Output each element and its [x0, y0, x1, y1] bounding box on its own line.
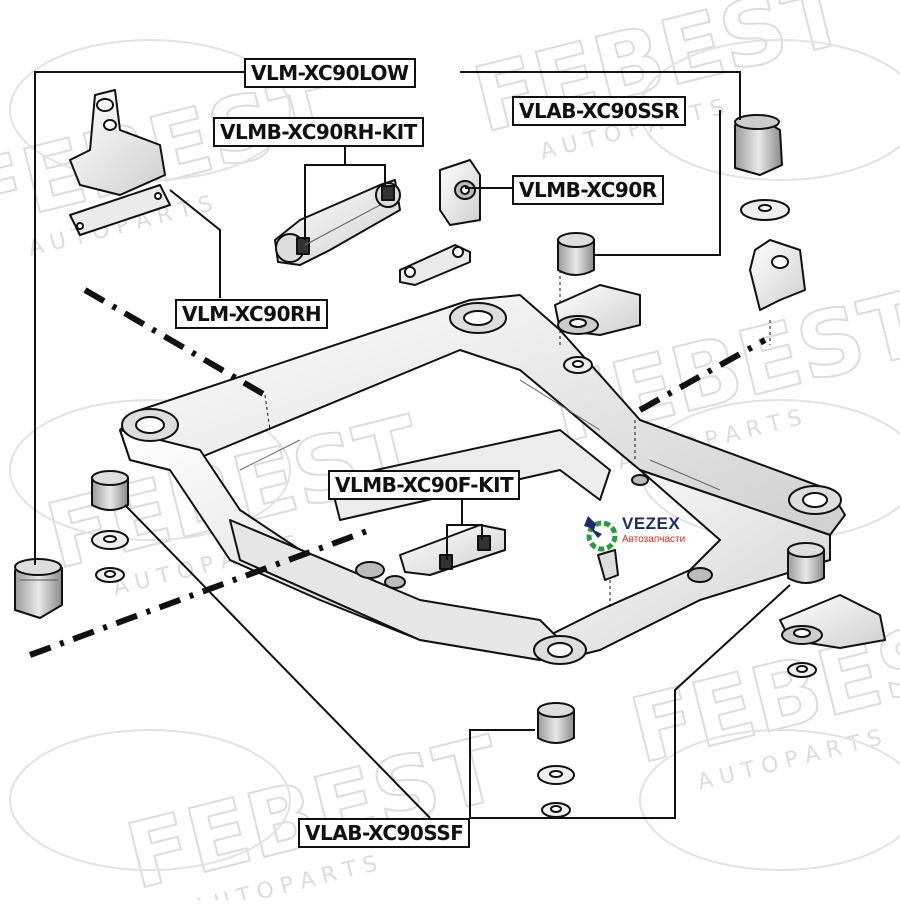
label-vlmb-xc90rh-kit: VLMB-XC90RH-KIT [213, 117, 424, 147]
vezex-subtitle: Автозапчасти [622, 534, 686, 545]
mount-bracket-left [69, 89, 171, 236]
vezex-gear-icon [584, 516, 618, 552]
label-vlmb-xc90f-kit: VLMB-XC90F-KIT [328, 470, 521, 500]
label-vlab-xc90ssr: VLAB-XC90SSR [512, 96, 687, 126]
torque-rod [274, 179, 401, 266]
bushing-stack-bottom [537, 702, 575, 818]
label-vlm-xc90low: VLM-XC90LOW [244, 58, 416, 88]
dashed-guides [28, 287, 767, 658]
vezex-name: VEZEX [622, 514, 681, 533]
engine-mount-lower [14, 558, 63, 619]
label-vlab-xc90ssf: VLAB-XC90SSF [298, 818, 471, 848]
bushing-stack-right-front [779, 542, 886, 678]
vezex-logo: VEZEX Автозапчасти [582, 512, 722, 556]
engine-mount-top [734, 114, 806, 311]
bushing-stack-right-rear [554, 232, 641, 374]
mount-bracket-center [399, 159, 481, 286]
leader-lines [34, 71, 791, 819]
label-vlmb-xc90r: VLMB-XC90R [512, 175, 664, 205]
label-vlm-xc90rh: VLM-XC90RH [175, 299, 329, 329]
bushing-stack-left [91, 470, 129, 583]
